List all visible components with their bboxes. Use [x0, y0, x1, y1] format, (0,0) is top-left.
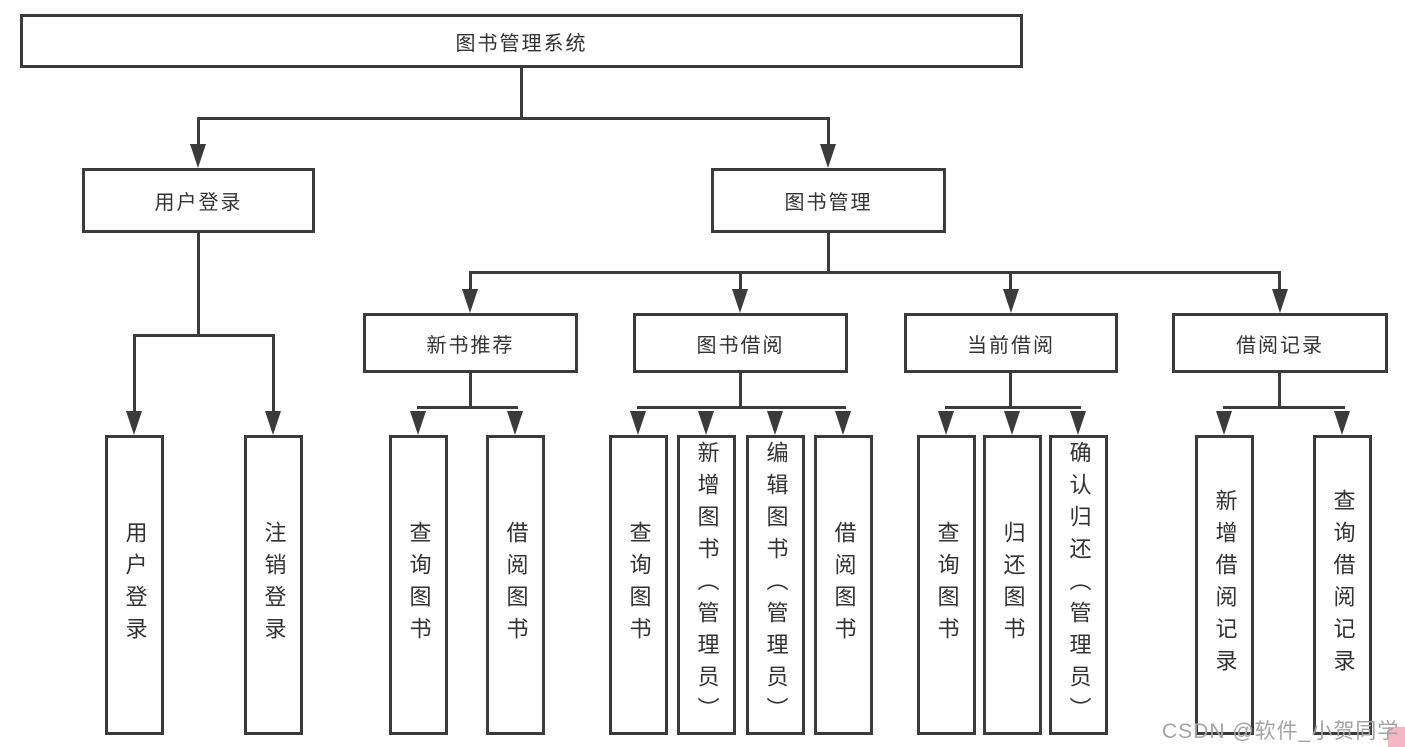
arrow-down	[126, 411, 142, 435]
leaf-borrow-books-recommend: 借阅图书	[486, 435, 545, 735]
arrow-down	[1334, 411, 1350, 435]
node-root: 图书管理系统	[20, 14, 1023, 68]
leaf-add-borrow-record-label: 新增借阅记录	[1212, 489, 1238, 681]
arrow-down	[1003, 289, 1019, 313]
connector-line	[945, 406, 1081, 409]
arrow-down	[190, 144, 206, 168]
leaf-query-books-borrowing: 查询图书	[609, 435, 668, 735]
leaf-query-books-current: 查询图书	[917, 435, 976, 735]
node-book-management: 图书管理	[711, 168, 946, 233]
arrow-down	[698, 411, 714, 435]
arrow-down	[265, 411, 281, 435]
connector-line	[739, 271, 742, 291]
connector-line	[827, 117, 830, 148]
node-borrowing-records-label: 借阅记录	[1236, 334, 1324, 357]
node-book-borrowing-label: 图书借阅	[696, 334, 785, 357]
node-book-management-label: 图书管理	[784, 192, 873, 214]
connector-line	[197, 232, 200, 337]
leaf-query-borrow-record-label: 查询借阅记录	[1330, 489, 1356, 681]
connector-line	[469, 373, 472, 409]
connector-line	[1009, 271, 1012, 291]
connector-line	[469, 271, 472, 291]
arrow-down	[410, 411, 426, 435]
leaf-user-login: 用户登录	[105, 435, 164, 735]
leaf-add-borrow-record: 新增借阅记录	[1195, 435, 1254, 735]
arrow-down	[1216, 411, 1232, 435]
node-book-borrowing: 图书借阅	[633, 313, 848, 373]
leaf-query-borrow-record: 查询借阅记录	[1313, 435, 1372, 735]
connector-line	[197, 117, 200, 148]
arrow-down	[630, 411, 646, 435]
connector-line	[739, 373, 742, 409]
connector-line	[133, 334, 275, 337]
leaf-query-books-current-label: 查询图书	[934, 521, 960, 649]
leaf-add-book-admin: 新增图书（管理员）	[677, 435, 736, 735]
arrow-down	[835, 411, 851, 435]
leaf-query-books-recommend: 查询图书	[389, 435, 448, 735]
connector-line	[417, 406, 518, 409]
leaf-edit-book-admin: 编辑图书（管理员）	[746, 435, 805, 735]
leaf-query-books-recommend-label: 查询图书	[406, 521, 432, 649]
arrow-down	[820, 144, 836, 168]
leaf-confirm-return-admin-label: 确认归还（管理员）	[1066, 441, 1092, 729]
node-user-login: 用户登录	[82, 168, 315, 233]
leaf-edit-book-admin-label: 编辑图书（管理员）	[763, 441, 789, 729]
arrow-down	[767, 411, 783, 435]
connector-line	[1278, 271, 1281, 291]
node-new-book-recommend: 新书推荐	[363, 313, 578, 373]
arrow-down	[732, 289, 748, 313]
watermark-text: CSDN @软件_小贺同学	[1162, 720, 1400, 743]
node-current-borrowing-label: 当前借阅	[967, 334, 1055, 357]
node-new-book-recommend-label: 新书推荐	[426, 334, 515, 357]
node-user-login-label: 用户登录	[154, 192, 243, 214]
leaf-borrow-books-recommend-label: 借阅图书	[503, 521, 529, 649]
connector-line	[1009, 373, 1012, 409]
arrow-down	[507, 411, 523, 435]
connector-line	[520, 67, 523, 119]
node-current-borrowing: 当前借阅	[904, 313, 1118, 373]
arrow-down	[1070, 411, 1086, 435]
watermark-accent-patch	[1388, 727, 1405, 747]
leaf-confirm-return-admin: 确认归还（管理员）	[1049, 435, 1108, 735]
leaf-borrow-books-borrowing-label: 借阅图书	[831, 521, 857, 649]
connector-line	[1278, 373, 1281, 409]
node-borrowing-records: 借阅记录	[1172, 313, 1388, 373]
connector-line	[469, 271, 1281, 274]
node-root-label: 图书管理系统	[455, 32, 588, 55]
connector-line	[637, 406, 846, 409]
leaf-logout-label: 注销登录	[261, 521, 287, 649]
arrow-down	[462, 289, 478, 313]
connector-line	[133, 334, 136, 413]
leaf-query-books-borrowing-label: 查询图书	[626, 521, 652, 649]
connector-line	[1223, 406, 1345, 409]
leaf-logout: 注销登录	[244, 435, 303, 735]
leaf-return-book-label: 归还图书	[1000, 521, 1026, 649]
connector-line	[272, 334, 275, 413]
arrow-down	[1004, 411, 1020, 435]
leaf-return-book: 归还图书	[983, 435, 1042, 735]
leaf-borrow-books-borrowing: 借阅图书	[814, 435, 873, 735]
connector-line	[197, 117, 830, 120]
leaf-user-login-label: 用户登录	[122, 521, 148, 649]
connector-line	[827, 232, 830, 274]
arrow-down	[938, 411, 954, 435]
arrow-down	[1272, 289, 1288, 313]
leaf-add-book-admin-label: 新增图书（管理员）	[694, 441, 720, 729]
